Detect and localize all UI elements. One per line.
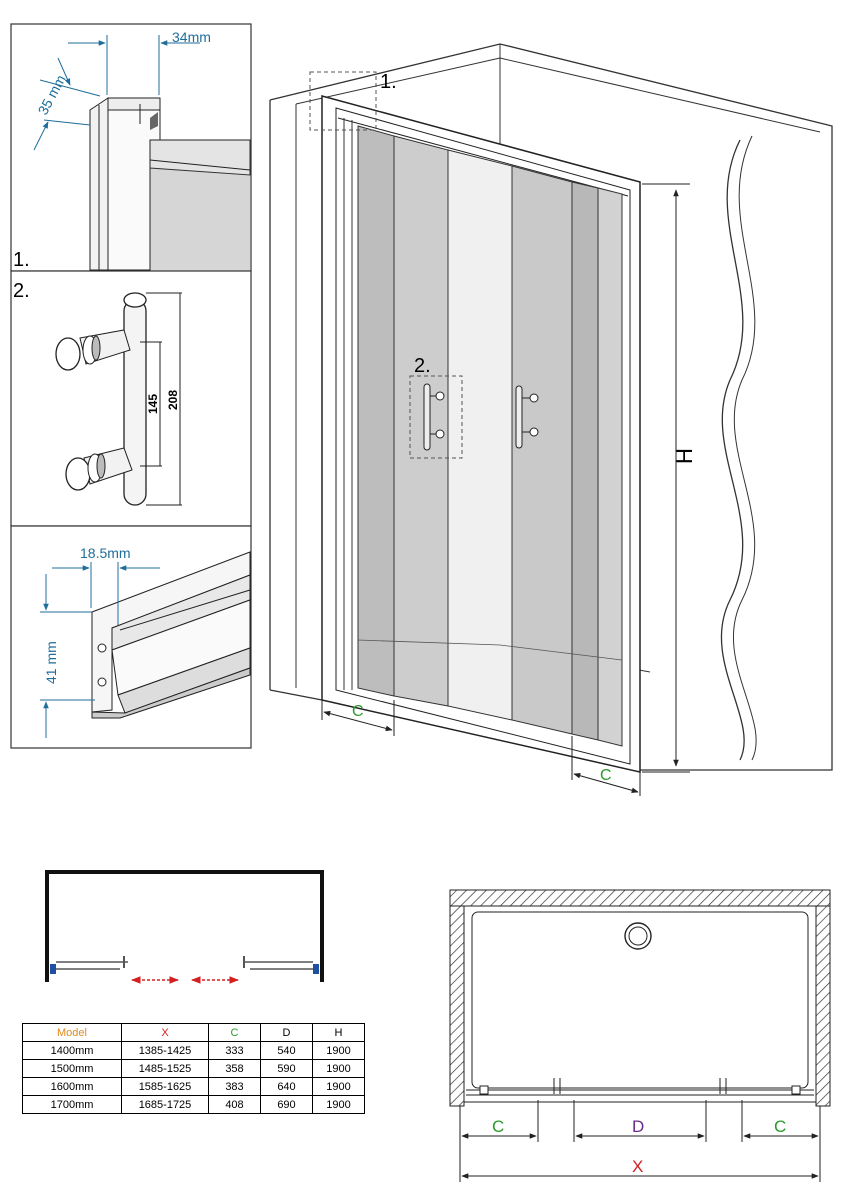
- detail3-width-label: 18.5mm: [80, 545, 131, 561]
- detail3-height-label: 41 mm: [43, 641, 59, 684]
- header-d: D: [260, 1023, 313, 1042]
- cell-d: 540: [260, 1041, 313, 1060]
- cell-c: 358: [208, 1059, 261, 1078]
- size-table-header: Model X C D H: [22, 1023, 365, 1042]
- cell-x: 1485-1525: [121, 1059, 209, 1078]
- plan-d-label: D: [632, 1117, 644, 1136]
- cell-x: 1385-1425: [121, 1041, 209, 1060]
- detail1-number: 1.: [13, 249, 30, 271]
- plan-x-label: X: [632, 1157, 643, 1176]
- table-row: 1600mm 1585-1625 383 640 1900: [22, 1077, 365, 1096]
- cell-d: 640: [260, 1077, 313, 1096]
- plan-c-left-label: C: [492, 1117, 504, 1136]
- cell-c: 408: [208, 1095, 261, 1114]
- table-row: 1500mm 1485-1525 358 590 1900: [22, 1059, 365, 1078]
- cell-x: 1685-1725: [121, 1095, 209, 1114]
- detail2-number: 2.: [13, 280, 30, 302]
- cell-h: 1900: [312, 1059, 365, 1078]
- plan-view: C D C X: [449, 889, 831, 1182]
- detail-panel-3: 18.5mm 41 mm: [10, 525, 252, 749]
- header-c: C: [208, 1023, 261, 1042]
- main-c-left-label: C: [352, 703, 364, 720]
- main-c-right-label: C: [600, 767, 612, 784]
- cell-h: 1900: [312, 1041, 365, 1060]
- cell-model: 1600mm: [22, 1077, 122, 1096]
- main-callout-2: 2.: [414, 355, 431, 377]
- cell-h: 1900: [312, 1095, 365, 1114]
- cell-model: 1500mm: [22, 1059, 122, 1078]
- header-model: Model: [22, 1023, 122, 1042]
- detail1-width-label: 34mm: [172, 29, 211, 45]
- cell-c: 333: [208, 1041, 261, 1060]
- header-x: X: [121, 1023, 209, 1042]
- main-callout-1: 1.: [380, 71, 397, 93]
- cell-x: 1585-1625: [121, 1077, 209, 1096]
- plan-c-right-label: C: [774, 1117, 786, 1136]
- size-table: Model X C D H 1400mm 1385-1425 333 540 1…: [22, 1023, 365, 1114]
- detail-panel-1: 34mm 35 mm 1.: [10, 23, 252, 272]
- table-row: 1400mm 1385-1425 333 540 1900: [22, 1041, 365, 1060]
- detail2-inner-dim: 145: [146, 394, 160, 414]
- cell-d: 690: [260, 1095, 313, 1114]
- detail-panel-2: 2. 145 208: [10, 270, 252, 527]
- cell-h: 1900: [312, 1077, 365, 1096]
- main-height-label: H: [672, 448, 697, 464]
- cell-model: 1400mm: [22, 1041, 122, 1060]
- cell-d: 590: [260, 1059, 313, 1078]
- cell-model: 1700mm: [22, 1095, 122, 1114]
- header-h: H: [312, 1023, 365, 1042]
- table-row: 1700mm 1685-1725 408 690 1900: [22, 1095, 365, 1114]
- top-view-schematic: [45, 870, 324, 984]
- main-shower-view: 1. 2. H C C: [269, 43, 833, 796]
- detail2-outer-dim: 208: [166, 390, 180, 410]
- cell-c: 383: [208, 1077, 261, 1096]
